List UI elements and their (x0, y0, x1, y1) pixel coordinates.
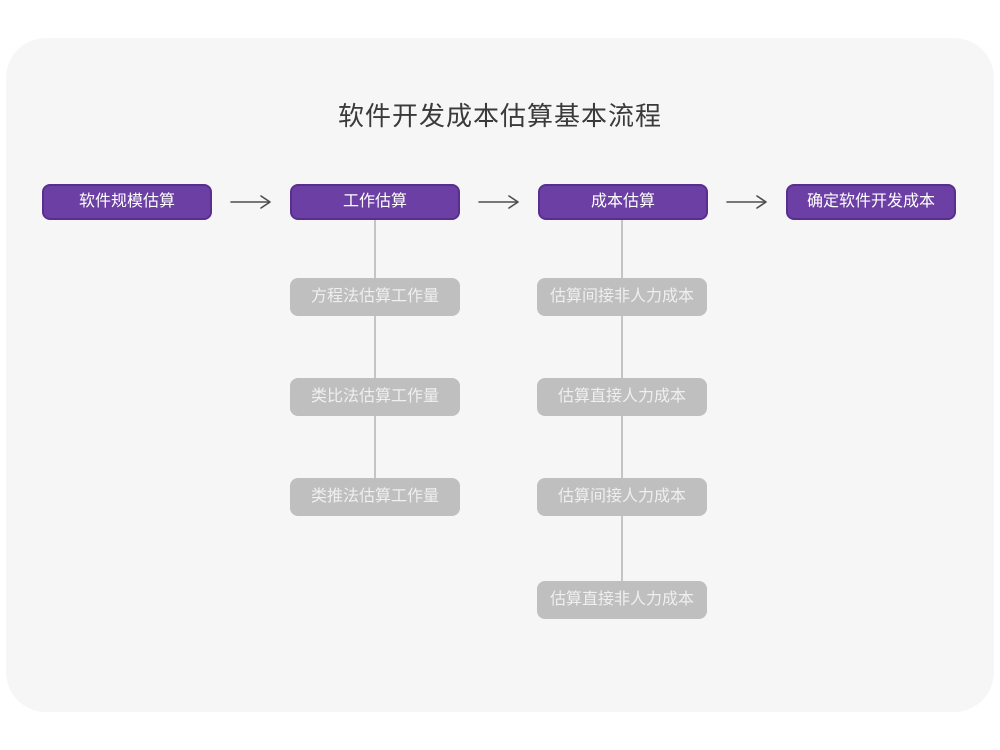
right-arrow-icon (477, 192, 521, 212)
work-substep-inference-method: 类推法估算工作量 (290, 478, 460, 516)
cost-substep-indirect-labor: 估算间接人力成本 (537, 478, 707, 516)
work-substep-analogy-method: 类比法估算工作量 (290, 378, 460, 416)
right-arrow-icon (725, 192, 769, 212)
cost-substep-direct-labor: 估算直接人力成本 (537, 378, 707, 416)
flow-step-work-estimation: 工作估算 (290, 184, 460, 220)
right-arrow-icon (229, 192, 273, 212)
diagram-card (6, 38, 994, 712)
work-column-connector-line (374, 220, 376, 498)
diagram-title: 软件开发成本估算基本流程 (337, 101, 662, 131)
flow-step-cost-estimation: 成本估算 (538, 184, 708, 220)
flow-step-determine-development-cost: 确定软件开发成本 (786, 184, 956, 220)
work-substep-equation-method: 方程法估算工作量 (290, 278, 460, 316)
cost-substep-direct-nonlabor: 估算直接非人力成本 (537, 581, 707, 619)
cost-substep-indirect-nonlabor: 估算间接非人力成本 (537, 278, 707, 316)
flow-step-software-scale-estimation: 软件规模估算 (42, 184, 212, 220)
